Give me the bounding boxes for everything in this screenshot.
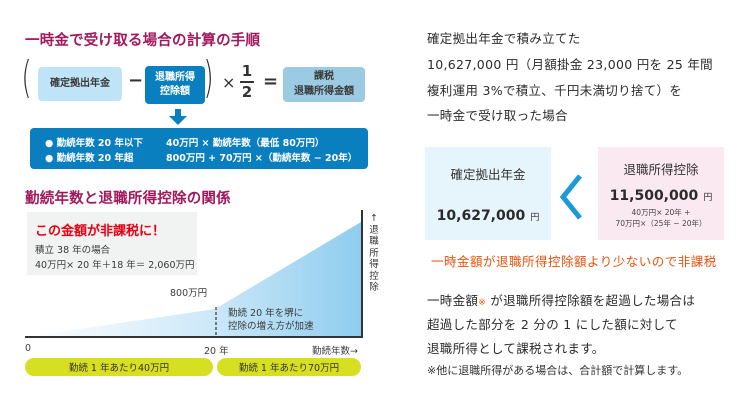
fraction-numerator: 1 (241, 62, 253, 80)
point-800-label: 800万円 (170, 288, 208, 299)
callout-line2: 40万円× 20 年＋18 年＝ 2,060万円 (35, 260, 195, 271)
retirement-deduction-box: 退職所得 控除額 (145, 66, 205, 104)
dc-amount-value: 10,627,000 (436, 207, 526, 224)
times-sign: × (222, 73, 236, 92)
x-axis-label: 勤続年数→ (312, 346, 358, 357)
intro-line-4: 一時金で受け取った場合 (427, 108, 568, 123)
x-label-zero: 0 (25, 343, 32, 354)
equals-sign: = (263, 71, 279, 92)
body-line-3: 退職所得として課税されます。 (427, 341, 605, 356)
dc-amount-box: 確定拠出年金 10,627,000 円 (425, 147, 551, 240)
minus-sign: − (128, 70, 144, 91)
fraction: 1 2 (240, 63, 254, 101)
deduction-rules-band: ● 勤続年数 20 年以下 40万円 × 勤続年数（最低 80万円） ● 勤続年… (30, 128, 368, 169)
body-line-1-post: が退職所得控除額を超過した場合は (486, 293, 696, 308)
box3-line1: 課税 (314, 71, 334, 82)
deduction-unit: 円 (703, 192, 713, 203)
left-paren: ( (21, 52, 32, 103)
annotation-line2: 控除の増え方が加速 (228, 321, 314, 332)
deduction-calc-1: 40万円× 20年 + (631, 207, 691, 217)
callout-line1: 積立 38 年の場合 (35, 245, 111, 256)
box3-line2: 退職所得金額 (294, 85, 354, 97)
deduction-chart (25, 210, 370, 344)
fraction-denominator: 2 (241, 82, 253, 101)
arrow-down-icon (169, 109, 187, 129)
fraction-bar (240, 81, 254, 83)
pill-40man: 勤続 1 年あたり40万円 (25, 358, 213, 376)
nontaxable-callout: この金額が非課税に！ 積立 38 年の場合 40万円× 20 年＋18 年＝ 2… (27, 212, 197, 275)
pill-70man: 勤続 1 年あたり70万円 (217, 358, 361, 376)
taxable-income-box: 課税 退職所得金額 (283, 67, 365, 102)
intro-line-3: 複利運用 3%で積立、千円未満切り捨て）を (427, 83, 683, 98)
calc-steps-title: 一時金で受け取る場合の計算の手順 (25, 33, 261, 49)
dc-pension-box: 確定拠出年金 (38, 67, 122, 101)
deduction-amount-box: 退職所得控除 11,500,000 円 40万円× 20年 + 70万円×（25… (598, 147, 724, 240)
box2-line1: 退職所得 (155, 71, 195, 83)
body-line-1-pre: 一時金額 (427, 293, 479, 308)
intro-line-2: 10,627,000 円（月額掛金 23,000 円を 25 年間 (427, 57, 713, 72)
rule-condition-2: ● 勤続年数 20 年超 (45, 153, 134, 164)
rule-formula-2: 800万円 + 70万円 ×（勤続年数 − 20年） (166, 153, 358, 164)
intro-line-1: 確定拠出年金で積み立てた (427, 31, 581, 46)
asterisk-mark: ※ (478, 298, 487, 308)
box2-line2: 控除額 (160, 86, 190, 97)
y-axis-label: ↑退職所得控除 (369, 213, 379, 293)
x-label-20: 20 年 (204, 346, 229, 357)
relation-title: 勤続年数と退職所得控除の関係 (25, 191, 231, 207)
rule-condition-1: ● 勤続年数 20 年以下 (45, 138, 143, 149)
deduction-label: 退職所得控除 (623, 161, 699, 177)
callout-headline: この金額が非課税に！ (35, 224, 166, 239)
less-than-chevron-icon (558, 173, 584, 225)
deduction-value: 11,500,000 (609, 187, 699, 204)
nontaxable-conclusion: 一時金額が退職所得控除額より少ないので非課税 (431, 254, 717, 269)
body-line-2: 超過した部分を 2 分の 1 にした額に対して (427, 317, 678, 332)
deduction-calc-2: 70万円×（25年 − 20年） (615, 218, 707, 228)
right-paren: ) (203, 52, 214, 103)
rule-formula-1: 40万円 × 勤続年数（最低 80万円） (166, 138, 325, 149)
dc-amount-label: 確定拠出年金 (450, 166, 526, 182)
footnote: ※他に退職所得がある場合は、合計額で計算します。 (427, 364, 689, 377)
annotation-line1: 勤続 20 年を堺に (228, 308, 304, 319)
dc-amount-unit: 円 (530, 212, 540, 223)
body-line-1: 一時金額※ が退職所得控除額を超過した場合は (427, 290, 695, 309)
